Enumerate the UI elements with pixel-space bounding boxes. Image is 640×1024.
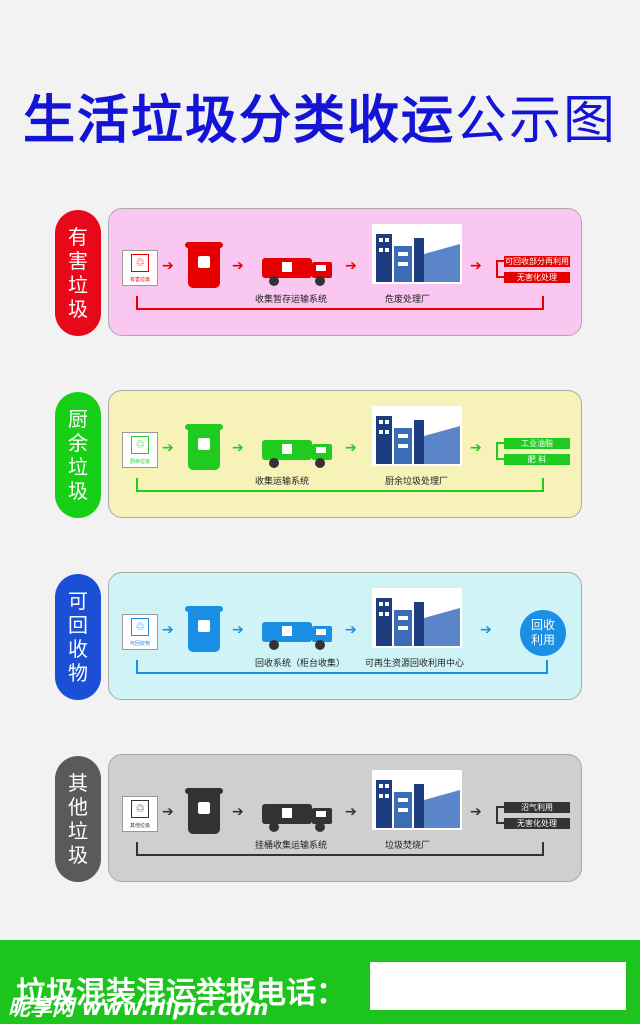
return-line (136, 296, 544, 310)
category-pill: 可回收物 (55, 574, 101, 700)
output-bracket (496, 442, 506, 460)
output-label: 回收利用 (530, 618, 555, 647)
arrow-icon: ➔ (162, 258, 174, 274)
collection-caption: 回收系统（柜台收集） (255, 659, 346, 669)
arrow-icon: ➔ (345, 258, 357, 274)
arrow-icon: ➔ (232, 258, 244, 274)
facility-caption: 厨余垃圾处理厂 (385, 477, 449, 487)
factory-icon (372, 588, 462, 648)
output-bracket (496, 806, 506, 824)
category-panel (108, 390, 582, 518)
arrow-icon: ➔ (232, 440, 244, 456)
sign-label: ♲ 厨余垃圾 (122, 432, 158, 468)
trash-bin-icon (185, 788, 223, 834)
category-label: 厨余垃圾 (68, 407, 88, 503)
collection-caption: 挂桶收集运输系统 (255, 841, 328, 851)
arrow-icon: ➔ (345, 804, 357, 820)
category-pill: 厨余垃圾 (55, 392, 101, 518)
facility-caption: 可再生资源回收利用中心 (365, 659, 465, 669)
arrow-icon: ➔ (345, 440, 357, 456)
truck-icon (262, 804, 332, 832)
arrow-icon: ➔ (470, 258, 482, 274)
category-label: 其他垃圾 (68, 771, 88, 867)
output-bracket (496, 260, 506, 278)
sign-label-text: 有害垃圾 (129, 277, 150, 283)
arrow-icon: ➔ (470, 440, 482, 456)
facility-caption: 危废处理厂 (385, 295, 431, 305)
arrow-icon: ➔ (232, 804, 244, 820)
truck-icon (262, 258, 332, 286)
watermark-id: ID:6376675 NO:20230701121133357109 (420, 997, 607, 1007)
arrow-icon: ➔ (162, 622, 174, 638)
factory-icon (372, 770, 462, 830)
trash-bin-icon (185, 606, 223, 652)
sign-label: ♲ 其他垃圾 (122, 796, 158, 832)
output-label: 肥 料 (504, 454, 570, 465)
truck-icon (262, 622, 332, 650)
collection-caption: 收集运输系统 (255, 477, 310, 487)
return-line (136, 842, 544, 856)
phone-box (370, 962, 626, 1010)
output-label: 沼气利用 (504, 802, 570, 813)
arrow-icon: ➔ (345, 622, 357, 638)
category-label: 可回收物 (68, 589, 88, 685)
category-pill: 有害垃圾 (55, 210, 101, 336)
sign-label: ♲ 有害垃圾 (122, 250, 158, 286)
title-tail: 公示图 (455, 91, 618, 151)
output-label: 可回收部分再利用 (504, 256, 570, 267)
report-bar: 垃圾混装混运举报电话： (0, 940, 640, 1024)
sign-label-text: 厨余垃圾 (129, 459, 150, 465)
category-panel (108, 572, 582, 700)
sign-label: ♲ 可回收物 (122, 614, 158, 650)
collection-caption: 收集暂存运输系统 (255, 295, 328, 305)
report-text: 垃圾混装混运举报电话： (16, 976, 346, 1011)
arrow-icon: ➔ (470, 804, 482, 820)
arrow-icon: ➔ (232, 622, 244, 638)
factory-icon (372, 406, 462, 466)
arrow-icon: ➔ (162, 804, 174, 820)
return-line (136, 660, 548, 674)
return-line (136, 478, 544, 492)
truck-icon (262, 440, 332, 468)
category-panel (108, 754, 582, 882)
facility-caption: 垃圾焚烧厂 (385, 841, 431, 851)
page-title: 生活垃圾分类收运公示图 (0, 78, 640, 153)
category-pill: 其他垃圾 (55, 756, 101, 882)
title-main: 生活垃圾分类收运 (22, 91, 455, 151)
category-panel (108, 208, 582, 336)
output-label: 工业油脂 (504, 438, 570, 449)
factory-icon (372, 224, 462, 284)
arrow-icon: ➔ (162, 440, 174, 456)
output-label: 无害化处理 (504, 272, 570, 283)
arrow-icon: ➔ (480, 622, 492, 638)
sign-label-text: 其他垃圾 (129, 823, 150, 829)
watermark-logo: 昵享网 www.nipic.com (8, 996, 269, 1021)
recycle-use-circle: 回收利用 (520, 610, 566, 656)
category-label: 有害垃圾 (68, 225, 88, 321)
trash-bin-icon (185, 424, 223, 470)
output-label: 无害化处理 (504, 818, 570, 829)
trash-bin-icon (185, 242, 223, 288)
sign-label-text: 可回收物 (129, 641, 150, 647)
